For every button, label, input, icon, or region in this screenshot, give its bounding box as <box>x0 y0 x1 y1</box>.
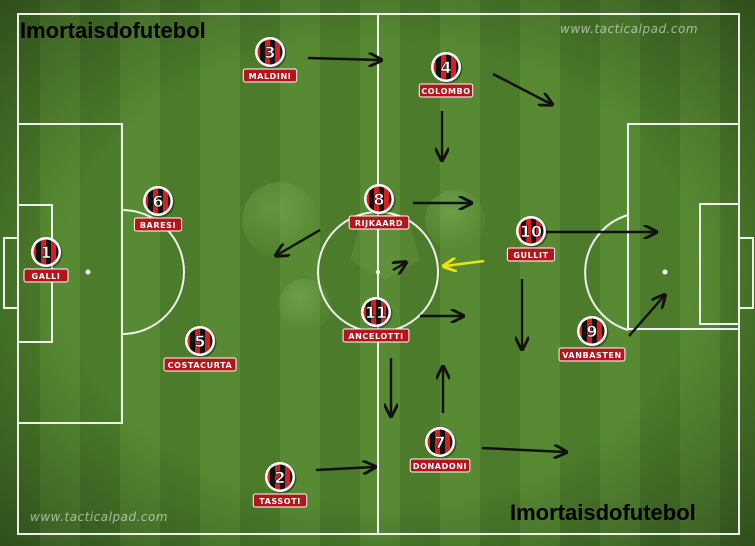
player-name-plate <box>133 217 183 232</box>
player-name: RIJKAARD <box>355 219 403 228</box>
player-number: 2 <box>274 468 285 487</box>
left-penalty-spot <box>85 269 91 275</box>
player-name: VANBASTEN <box>562 351 622 360</box>
player-name: GULLIT <box>513 251 548 260</box>
player-name: MALDINI <box>249 72 292 81</box>
right-penalty-arc <box>584 214 629 331</box>
player-name-plate <box>163 357 237 372</box>
player-kit <box>187 328 213 354</box>
ball-watermark-right <box>425 190 485 250</box>
left-goal <box>3 237 19 309</box>
player-kit <box>366 186 392 212</box>
player-name-plate <box>23 268 69 283</box>
black-arrow-14 <box>277 228 321 255</box>
player-number: 3 <box>264 43 275 62</box>
player-name: GALLI <box>32 272 61 281</box>
player-kit <box>433 54 459 80</box>
black-arrow-1 <box>307 58 380 60</box>
player-kit <box>257 39 283 65</box>
center-spot <box>376 270 380 274</box>
watermark-top-left: Imortaisdofutebol <box>20 18 206 43</box>
player-name-plate <box>409 458 471 473</box>
ball-watermark-left <box>242 182 318 258</box>
player-name: DONADONI <box>413 462 467 471</box>
player-name-plate <box>252 493 308 508</box>
pitch-lines <box>3 13 754 535</box>
player-name-plate <box>558 347 626 362</box>
player-kit <box>579 318 605 344</box>
player-name: BARESI <box>140 221 176 230</box>
player-number: 9 <box>586 322 597 341</box>
player-number: 7 <box>434 433 445 452</box>
player-number: 5 <box>194 332 205 351</box>
player-kit <box>267 464 293 490</box>
watermark-bottom-right: Imortaisdofutebol <box>510 500 696 525</box>
player-name: COLOMBO <box>421 87 470 96</box>
movement-arrows <box>277 58 664 470</box>
black-arrow-12 <box>481 448 565 452</box>
player-name-plate <box>506 247 556 262</box>
black-arrow-2 <box>492 72 551 104</box>
player-number: 8 <box>373 190 384 209</box>
black-arrow-6 <box>393 263 405 270</box>
black-arrow-13 <box>628 296 664 337</box>
player-number: 1 <box>40 243 51 262</box>
player-name-plate <box>342 328 410 343</box>
player-name-plate <box>418 83 474 98</box>
site-watermark-bottom: www.tacticalpad.com <box>30 510 169 524</box>
player-kit <box>145 188 171 214</box>
ball-watermark-low <box>279 279 331 331</box>
right-goal <box>738 237 754 309</box>
right-penalty-spot <box>662 269 668 275</box>
player-kit <box>363 299 389 325</box>
left-penalty-arc <box>121 209 185 335</box>
player-number: 6 <box>152 192 163 211</box>
site-watermark-top: www.tacticalpad.com <box>560 22 699 36</box>
player-kit <box>33 239 59 265</box>
player-kit <box>518 218 544 244</box>
yellow-arrow-15 <box>445 261 485 266</box>
player-name: TASSOTI <box>259 497 301 506</box>
player-name: COSTACURTA <box>168 361 233 370</box>
player-number: 11 <box>365 303 387 322</box>
black-arrow-11 <box>315 467 374 470</box>
player-name: ANCELOTTI <box>348 332 403 341</box>
player-name-plate <box>348 215 410 230</box>
player-number: 10 <box>520 222 542 241</box>
player-number: 4 <box>440 58 451 77</box>
player-kit <box>427 429 453 455</box>
player-name-plate <box>242 68 298 83</box>
